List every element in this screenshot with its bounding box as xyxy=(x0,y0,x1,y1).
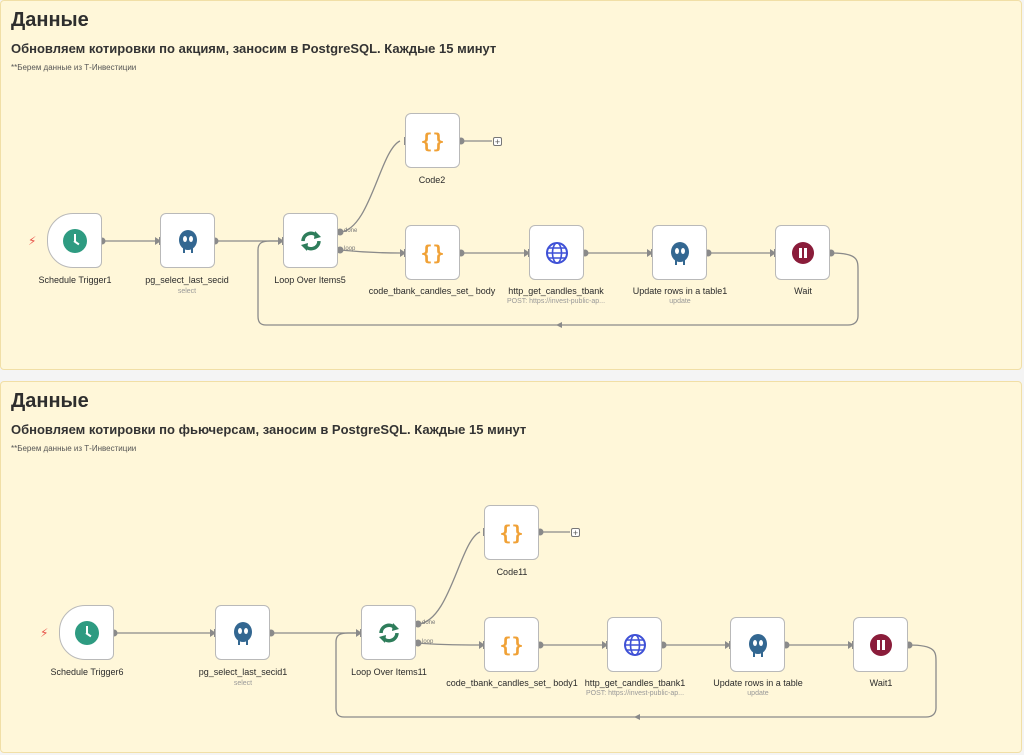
node-label: Loop Over Items5 xyxy=(274,275,346,285)
pause-icon xyxy=(791,241,814,264)
node-subtitle: update xyxy=(669,298,691,305)
connection xyxy=(257,240,859,326)
node-subtitle: select xyxy=(233,680,253,687)
node-http-request[interactable] xyxy=(607,617,662,672)
add-node-button[interactable]: + xyxy=(571,528,580,538)
node-schedule-trigger[interactable] xyxy=(47,213,102,268)
sticky-note-panel-1[interactable]: Данные Обновляем котировки по акциям, за… xyxy=(0,0,1022,370)
add-node-button[interactable]: + xyxy=(493,137,502,147)
globe-icon xyxy=(545,241,568,264)
node-label: Schedule Trigger6 xyxy=(50,667,124,677)
node-wait[interactable] xyxy=(853,617,908,672)
node-wait[interactable] xyxy=(775,225,830,280)
node-code-done[interactable]: {} xyxy=(405,113,460,168)
code-icon: {} xyxy=(499,632,524,657)
node-label: code_tbank_candles_set_ body1 xyxy=(446,678,578,688)
clock-icon xyxy=(74,620,99,645)
node-label: Update rows in a table xyxy=(713,678,803,688)
connection xyxy=(417,531,481,625)
postgres-icon xyxy=(670,241,689,265)
node-subtitle: update xyxy=(747,690,769,697)
node-label: Code2 xyxy=(418,175,446,185)
connection xyxy=(335,632,937,718)
panel-title: Данные xyxy=(11,9,89,31)
connection xyxy=(417,642,481,646)
node-label: pg_select_last_secid1 xyxy=(198,667,288,677)
pause-icon xyxy=(869,633,892,656)
node-label: Wait xyxy=(794,286,812,296)
node-loop-over-items[interactable] xyxy=(283,213,338,268)
node-label: Schedule Trigger1 xyxy=(38,275,112,285)
node-subtitle: POST: https://invest-public-ap... xyxy=(506,298,606,305)
port-label-loop: loop xyxy=(422,639,434,645)
panel-subtitle: Обновляем котировки по акциям, заносим в… xyxy=(11,41,497,56)
node-http-request[interactable] xyxy=(529,225,584,280)
loop-icon xyxy=(300,230,321,251)
node-loop-over-items[interactable] xyxy=(361,605,416,660)
panel-title: Данные xyxy=(11,390,89,412)
node-label: http_get_candles_tbank xyxy=(508,286,604,296)
code-icon: {} xyxy=(499,520,524,545)
node-code-set-body[interactable]: {} xyxy=(405,225,460,280)
node-code-done[interactable]: {} xyxy=(484,505,539,560)
node-label: Update rows in a table1 xyxy=(632,286,728,296)
code-icon: {} xyxy=(420,128,445,153)
node-label: code_tbank_candles_set_ body xyxy=(368,286,496,296)
connection xyxy=(339,140,401,233)
clock-icon xyxy=(62,228,87,253)
connection xyxy=(339,249,401,254)
node-update-rows[interactable] xyxy=(652,225,707,280)
sticky-note-panel-2[interactable]: Данные Обновляем котировки по фьючерсам,… xyxy=(0,381,1022,753)
node-update-rows[interactable] xyxy=(730,617,785,672)
postgres-icon xyxy=(748,633,767,657)
trigger-bolt-icon: ⚡ xyxy=(40,626,49,640)
trigger-bolt-icon: ⚡ xyxy=(28,234,37,248)
node-label: Loop Over Items11 xyxy=(351,667,427,677)
node-label: Wait1 xyxy=(869,678,893,688)
panel-note: **Берем данные из Т-Инвестиции xyxy=(11,444,137,453)
node-label: pg_select_last_secid xyxy=(145,275,229,285)
node-schedule-trigger[interactable] xyxy=(59,605,114,660)
node-pg-select[interactable] xyxy=(160,213,215,268)
node-pg-select[interactable] xyxy=(215,605,270,660)
globe-icon xyxy=(623,633,646,656)
node-code-set-body[interactable]: {} xyxy=(484,617,539,672)
panel-subtitle: Обновляем котировки по фьючерсам, заноси… xyxy=(11,422,527,437)
loop-icon xyxy=(378,622,399,643)
postgres-icon xyxy=(233,621,252,645)
port-label-done: done xyxy=(422,620,436,626)
node-label: http_get_candles_tbank1 xyxy=(584,678,686,688)
panel-note: **Берем данные из Т-Инвестиции xyxy=(11,63,137,72)
postgres-icon xyxy=(178,229,197,253)
node-subtitle: select xyxy=(177,288,197,295)
node-label: Code11 xyxy=(496,567,528,577)
port-label-done: done xyxy=(344,228,358,234)
port-label-loop: loop xyxy=(344,246,356,252)
node-subtitle: POST: https://invest-public-ap... xyxy=(585,690,685,697)
code-icon: {} xyxy=(420,240,445,265)
